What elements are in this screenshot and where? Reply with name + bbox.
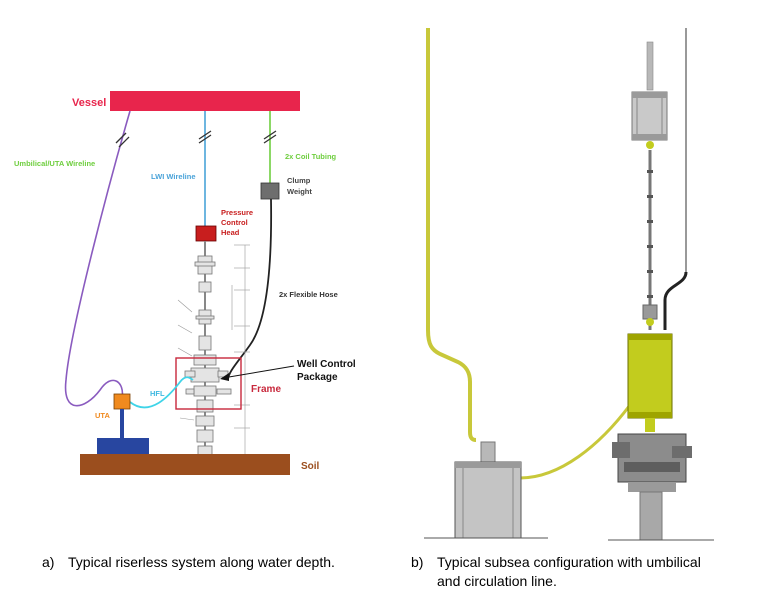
lwi-label: LWI Wireline xyxy=(151,172,196,181)
uta-box xyxy=(113,393,131,410)
caption-b-text-line1: Typical subsea configuration with umbili… xyxy=(437,554,701,570)
yellow-joint xyxy=(646,141,654,149)
wellhead-valve-left xyxy=(612,442,630,458)
string-couplings xyxy=(647,170,653,298)
hfl-line xyxy=(129,376,194,409)
conductor xyxy=(639,491,663,541)
uta-base xyxy=(97,438,149,454)
module-bottom xyxy=(628,412,672,418)
coil-break-icon xyxy=(263,130,277,144)
pch-label-2: Control xyxy=(221,218,248,227)
vessel-label: Vessel xyxy=(72,97,106,109)
lwi-break-icon xyxy=(198,130,212,144)
caption-b-text-line2: and circulation line. xyxy=(437,573,557,589)
hfl-label: HFL xyxy=(150,389,165,398)
yellow-module xyxy=(627,333,673,419)
wcp-label-2: Package xyxy=(297,372,338,383)
caption-a-text: Typical riserless system along water dep… xyxy=(68,554,335,570)
caption-a-letter: a) xyxy=(42,554,55,570)
stem-top xyxy=(480,441,496,463)
caption-a: a) Typical riserless system along water d… xyxy=(42,553,335,572)
pressure-control-head xyxy=(195,225,217,242)
clump-weight xyxy=(260,182,280,200)
frame-label: Frame xyxy=(251,384,281,395)
wellhead-band xyxy=(624,462,680,472)
umbilical-label: Umbilical/UTA Wireline xyxy=(14,159,95,168)
subsea-configuration-render xyxy=(424,28,714,541)
top-mast xyxy=(646,41,654,91)
pch-label-1: Pressure xyxy=(221,208,253,217)
module-neck xyxy=(645,418,655,432)
clump-label-1: Clump xyxy=(287,176,311,185)
vessel-bar xyxy=(110,91,300,111)
wcp-label-1: Well Control xyxy=(297,359,356,370)
caption-b-letter: b) xyxy=(411,554,424,570)
soil-label: Soil xyxy=(301,461,320,472)
flex-hose-label: 2x Flexible Hose xyxy=(279,290,338,299)
yellow-joint-lower xyxy=(646,318,654,326)
wellhead-base xyxy=(628,482,676,492)
soil-bar xyxy=(80,454,290,475)
umbilical-yellow-line xyxy=(426,28,477,442)
subsea-box xyxy=(454,461,522,539)
umbilical-line xyxy=(64,110,131,407)
wcp-arrow xyxy=(222,365,295,379)
uta-label: UTA xyxy=(95,411,110,420)
top-canister xyxy=(631,91,668,141)
subsea-box-top xyxy=(455,462,521,468)
canister-base xyxy=(632,134,667,140)
frame-box xyxy=(175,357,242,410)
well-stack xyxy=(184,241,232,460)
clump-label-2: Weight xyxy=(287,187,312,196)
circulation-line xyxy=(519,404,632,480)
umbilical-break-icon xyxy=(115,132,130,148)
right-hose xyxy=(663,271,688,330)
wcp-arrowhead-icon xyxy=(220,373,229,381)
caption-b: b) Typical subsea configuration with umbi… xyxy=(411,553,701,591)
canister-cap xyxy=(632,92,667,98)
dimension-lines xyxy=(177,244,250,456)
coil-tubing-label: 2x Coil Tubing xyxy=(285,152,337,161)
flexible-hose xyxy=(227,198,273,381)
pch-label-3: Head xyxy=(221,228,240,237)
string-connector xyxy=(642,304,658,320)
module-top xyxy=(628,334,672,340)
uta-stem xyxy=(120,409,124,440)
wellhead-valve-right xyxy=(672,446,692,458)
